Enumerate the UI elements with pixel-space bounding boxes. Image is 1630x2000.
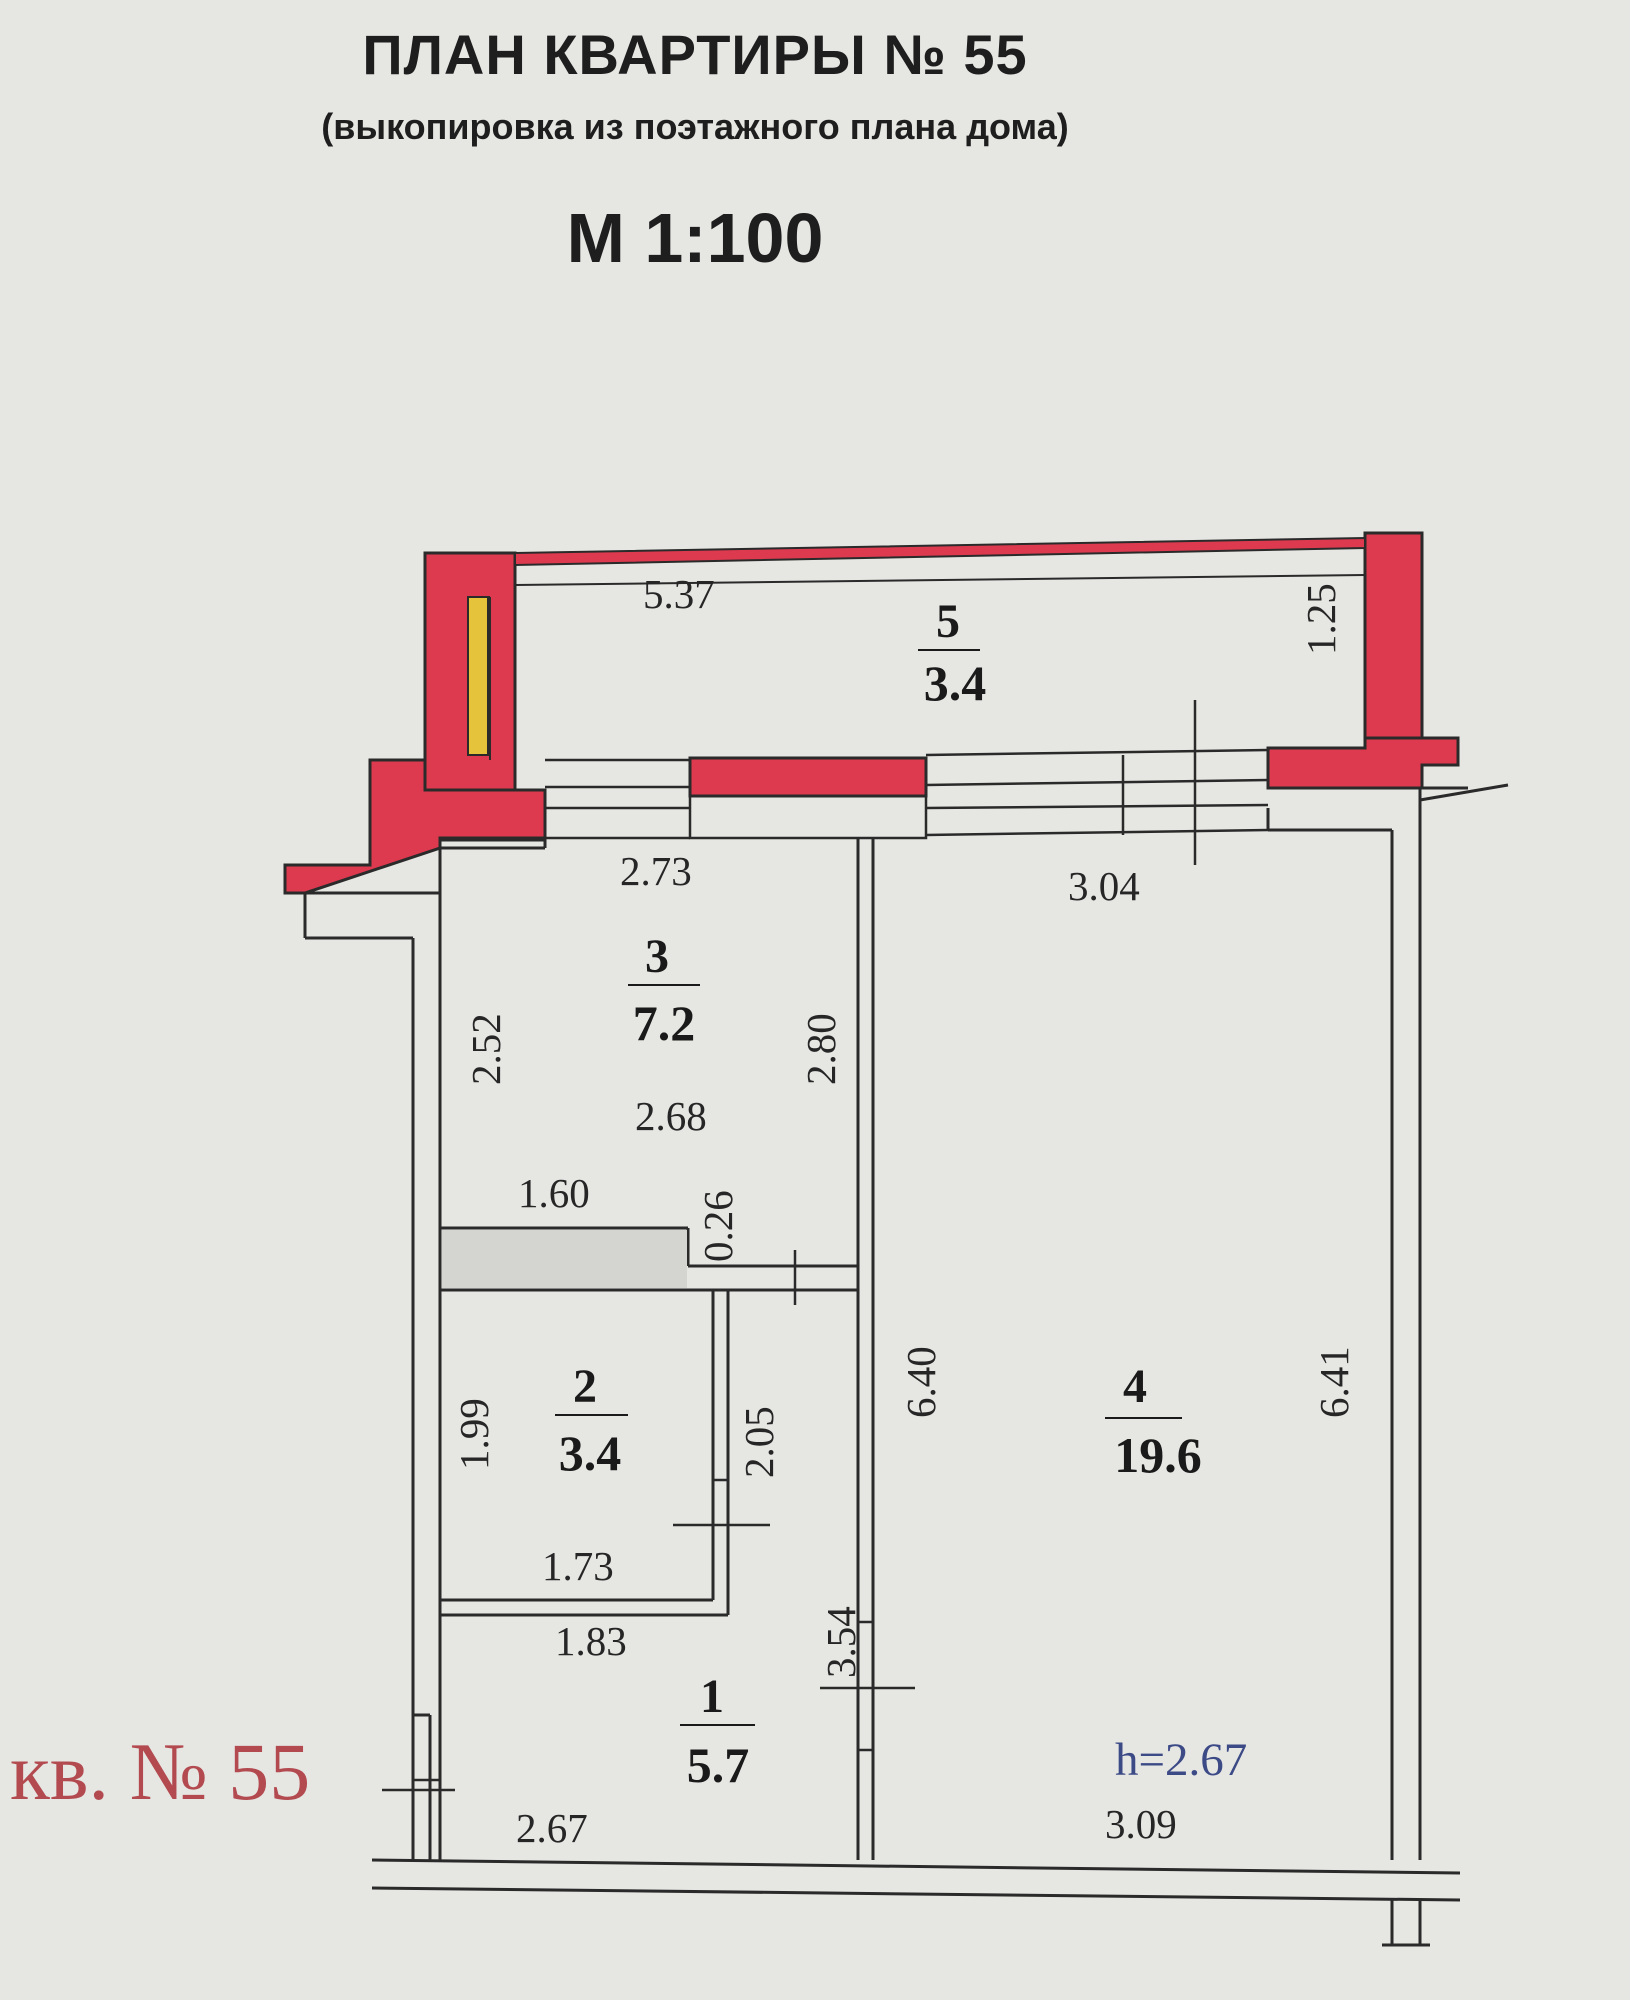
- dim-balcony-depth: 1.25: [1298, 583, 1344, 655]
- plan-subtitle: (выкопировка из поэтажного плана дома): [321, 106, 1069, 147]
- dim-room4-bottom: 3.09: [1105, 1801, 1177, 1847]
- balcony-right-step: [1266, 736, 1460, 790]
- room-number: 5: [936, 595, 960, 648]
- balcony-inner-line: [514, 574, 1366, 586]
- dim-room1-top: 1.83: [555, 1618, 627, 1664]
- room-area: 3.4: [924, 655, 987, 711]
- apartment-walls: [303, 783, 1509, 1947]
- dim-room4-top: 3.04: [1068, 863, 1140, 909]
- window-pier: [688, 756, 928, 798]
- dim-room1-right: 3.54: [818, 1606, 864, 1678]
- glazing-strip: [467, 596, 489, 756]
- dim-room2-left: 1.99: [451, 1398, 497, 1470]
- room-area: 19.6: [1114, 1427, 1202, 1483]
- dim-room2-bottom: 1.73: [542, 1543, 614, 1589]
- dim-room3-bottom: 2.68: [635, 1093, 707, 1139]
- plan-title: ПЛАН КВАРТИРЫ № 55: [362, 23, 1028, 86]
- dim-room4-right: 6.41: [1311, 1346, 1357, 1418]
- dim-room4-left: 6.40: [898, 1346, 944, 1418]
- dim-room1-bottom: 2.67: [516, 1805, 588, 1851]
- room-area: 5.7: [687, 1737, 750, 1793]
- dim-closet-depth: 0.26: [695, 1190, 741, 1262]
- room-number: 4: [1123, 1360, 1147, 1413]
- room-5-label: 5 3.4: [918, 595, 986, 711]
- balcony-right-wall: [1363, 531, 1424, 760]
- plan-scale: М 1:100: [566, 199, 824, 277]
- dim-room2-right: 2.05: [736, 1406, 782, 1478]
- room-area: 3.4: [559, 1425, 622, 1481]
- balcony-parapet: [514, 536, 1366, 567]
- room-1-label: 1 5.7: [680, 1670, 755, 1793]
- apartment-stamp: кв. № 55: [10, 1726, 311, 1817]
- closet-shelf: [442, 1230, 687, 1288]
- dim-room3-left: 2.52: [463, 1013, 509, 1085]
- ceiling-height: h=2.67: [1115, 1734, 1247, 1786]
- windows: [545, 700, 1269, 865]
- room-3-label: 3 7.2: [628, 930, 700, 1051]
- room-number: 1: [700, 1670, 724, 1723]
- door-ticks: [382, 1250, 915, 1792]
- room-number: 3: [645, 930, 669, 983]
- dim-closet-width: 1.60: [518, 1170, 590, 1216]
- room-number: 2: [573, 1360, 597, 1413]
- room-4-label: 4 19.6: [1105, 1360, 1202, 1483]
- room-area: 7.2: [633, 995, 696, 1051]
- dim-balcony-length: 5.37: [643, 571, 715, 617]
- dim-room3-top: 2.73: [620, 848, 692, 894]
- room-2-label: 2 3.4: [555, 1360, 628, 1481]
- dim-room3-right: 2.80: [798, 1013, 844, 1085]
